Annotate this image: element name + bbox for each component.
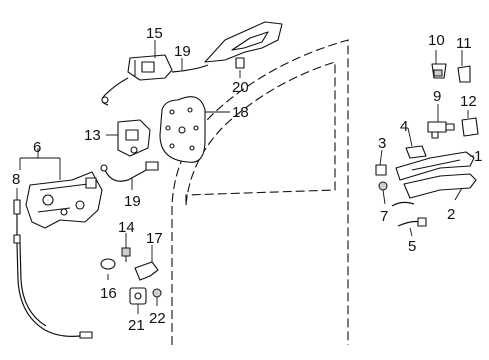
callout-18: 18 [232, 104, 249, 121]
cap-12 [461, 117, 479, 137]
callout-7: 7 [380, 208, 388, 225]
door-latch-assembly [25, 171, 103, 229]
callout-20: 20 [232, 79, 249, 96]
clip-3 [375, 164, 387, 176]
callout-17: 17 [146, 230, 163, 247]
release-cable-upper [101, 64, 209, 106]
callout-13: 13 [84, 127, 101, 144]
lock-actuator-middle [117, 119, 151, 157]
screw-7 [378, 181, 388, 191]
callouts: 1 2 3 4 5 6 7 8 9 10 11 12 13 14 15 16 1… [12, 25, 482, 334]
lock-cylinder-9 [427, 121, 455, 139]
bolt-22 [152, 288, 162, 298]
callout-15: 15 [146, 25, 163, 42]
callout-3: 3 [378, 135, 386, 152]
callout-11: 11 [456, 35, 472, 52]
release-cable-lower [100, 161, 159, 182]
striker-21 [129, 287, 147, 305]
callout-22: 22 [149, 310, 166, 327]
lock-cable [13, 199, 93, 339]
callout-6: 6 [33, 139, 41, 156]
bracket-17 [134, 261, 159, 281]
callout-10: 10 [428, 32, 445, 49]
outside-handle-frame-1 [395, 151, 475, 181]
callout-16: 16 [100, 285, 117, 302]
rod-5 [391, 201, 427, 227]
module-plate [159, 96, 206, 163]
handle-cap-10 [431, 63, 447, 79]
callout-12: 12 [460, 93, 477, 110]
callout-9: 9 [433, 88, 441, 105]
callout-1: 1 [474, 148, 482, 165]
lock-actuator-upper [127, 54, 173, 81]
callout-8: 8 [12, 171, 20, 188]
door-outline [171, 39, 349, 345]
callout-14: 14 [118, 219, 135, 236]
gasket-4 [405, 145, 427, 159]
callout-21: 21 [128, 317, 145, 334]
grommet-16 [100, 258, 116, 270]
inside-handle [204, 21, 283, 69]
handle-cap-11 [457, 65, 471, 83]
callout-2: 2 [447, 206, 455, 223]
leader-lines [16, 40, 474, 314]
callout-5: 5 [408, 238, 416, 255]
screw-14 [121, 247, 131, 262]
outside-handle-2 [403, 173, 477, 199]
callout-19-lower: 19 [124, 193, 141, 210]
callout-4: 4 [400, 118, 408, 135]
callout-19-upper: 19 [174, 43, 191, 60]
